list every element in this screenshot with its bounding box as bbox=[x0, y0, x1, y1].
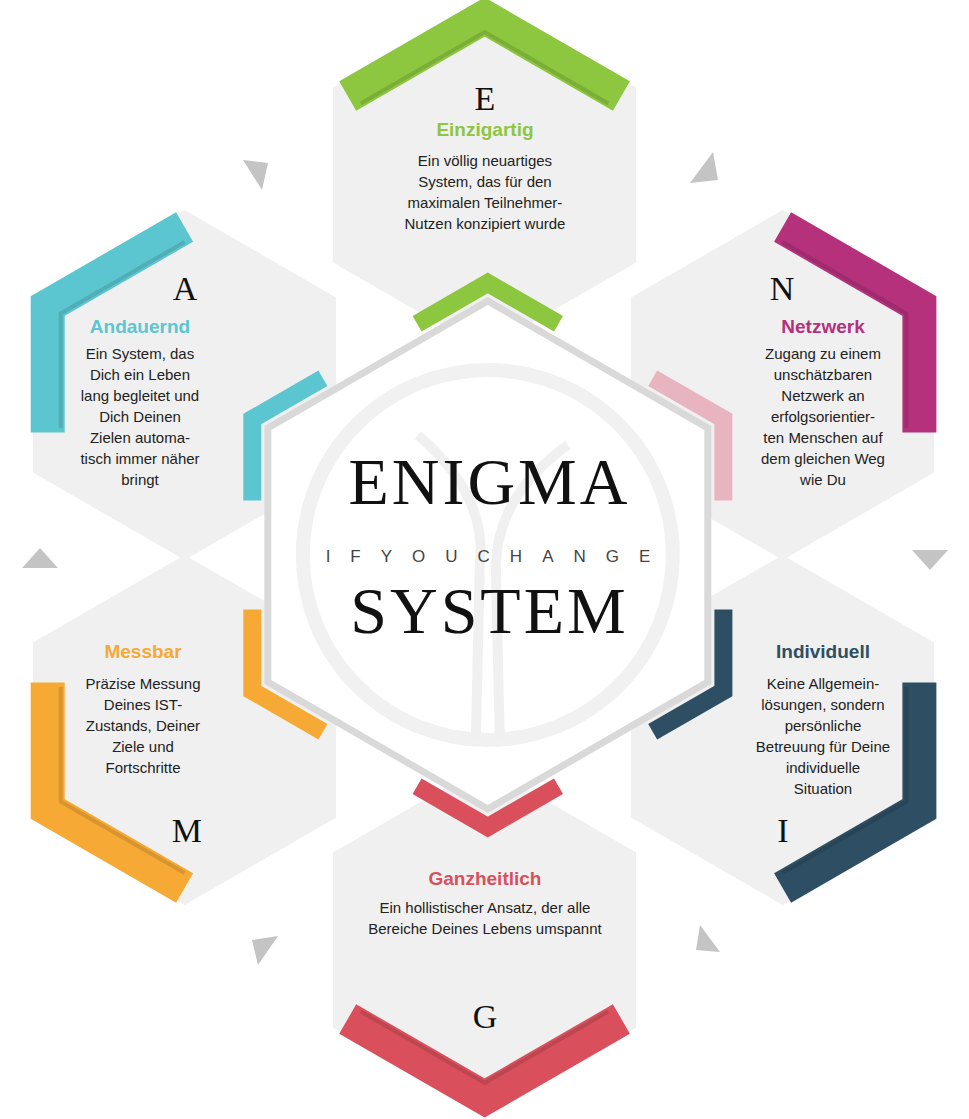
initial-letter: M bbox=[172, 812, 202, 850]
system-title: SYSTEM bbox=[347, 576, 628, 646]
feature-description: Ein System, das Dich ein Leben lang begl… bbox=[79, 343, 201, 490]
feature-heading: Ganzheitlich bbox=[429, 867, 542, 890]
flow-triangle bbox=[696, 925, 720, 952]
flow-triangle bbox=[22, 548, 58, 568]
initial-letter: A bbox=[173, 270, 198, 308]
hexagon-fill bbox=[333, 765, 636, 1115]
initial-letter: I bbox=[777, 812, 788, 850]
feature-heading: Individuell bbox=[776, 640, 870, 663]
feature-description: Zugang zu einem unschätzbaren Netzwerk a… bbox=[760, 343, 886, 490]
feature-description: Keine Allgemein- lösungen, sondern persö… bbox=[755, 673, 890, 799]
feature-hexagon: EEinzigartigEin völlig neuartiges System… bbox=[333, 0, 636, 350]
initial-letter: N bbox=[770, 270, 795, 308]
initial-letter: G bbox=[473, 998, 498, 1036]
feature-description: Ein völlig neuartiges System, das für de… bbox=[390, 150, 580, 234]
color-bracket bbox=[48, 683, 185, 888]
bracket-shade bbox=[61, 687, 185, 873]
feature-heading: Messbar bbox=[104, 640, 181, 663]
feature-heading: Netzwerk bbox=[781, 315, 864, 338]
flow-triangle bbox=[252, 936, 278, 965]
center-hexagon: ENIGMA IFYOUCHANGE SYSTEM bbox=[241, 270, 735, 840]
feature-description: Ein hollistischer Ansatz, der alle Berei… bbox=[365, 897, 605, 939]
system-subtitle: IFYOUCHANGE bbox=[306, 547, 671, 567]
system-title: ENIGMA bbox=[346, 447, 631, 517]
initial-letter: E bbox=[475, 80, 496, 118]
feature-heading: Einzigartig bbox=[436, 118, 533, 141]
hexagon-fill bbox=[631, 555, 934, 905]
watermark-ring bbox=[303, 370, 673, 740]
hexagon-fill bbox=[333, 0, 636, 350]
feature-description: Präzise Messung Deines IST-Zustands, Dei… bbox=[78, 673, 208, 778]
flow-triangle bbox=[690, 152, 718, 183]
flow-triangle bbox=[243, 160, 268, 190]
hexagon-fill bbox=[631, 210, 934, 560]
hexagon-fill bbox=[33, 555, 336, 905]
hexagon-fill bbox=[33, 210, 336, 560]
feature-heading: Andauernd bbox=[90, 315, 190, 338]
flow-triangle bbox=[912, 550, 948, 570]
